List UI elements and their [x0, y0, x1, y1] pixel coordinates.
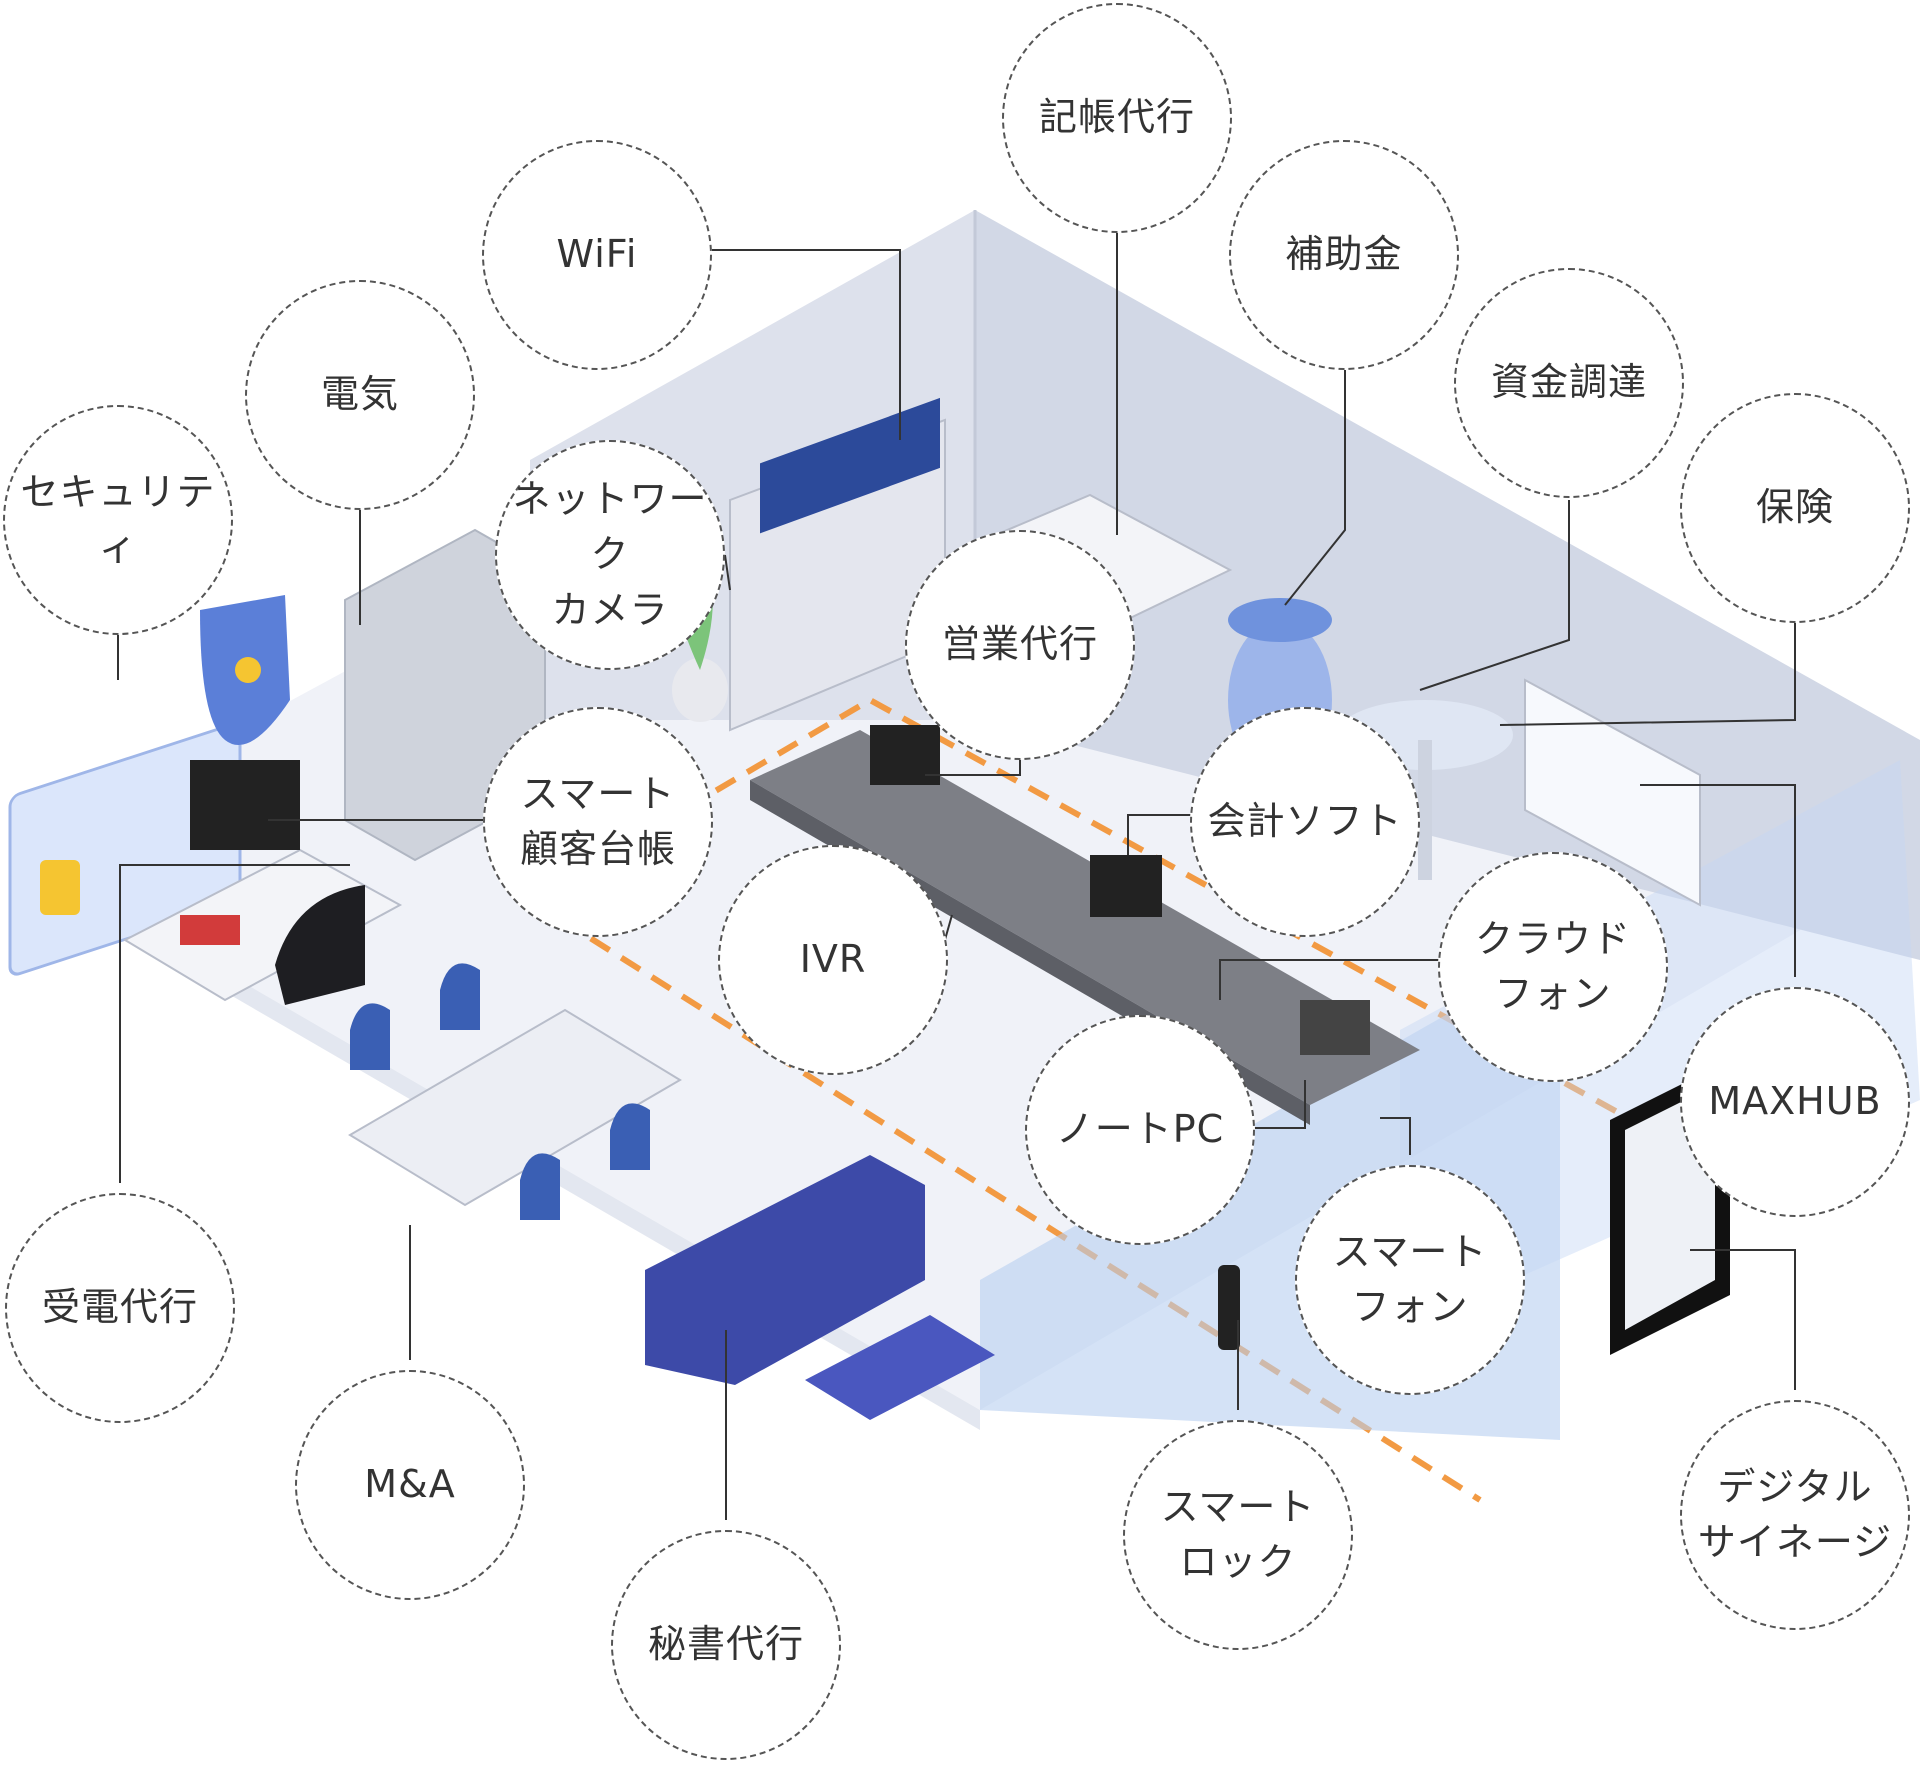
chair-black: [275, 885, 365, 1005]
sofa: [645, 1155, 925, 1385]
label-hisho: 秘書代行: [647, 1622, 804, 1667]
label-note-pc: ノートPC: [1055, 1107, 1225, 1152]
reception-desk: [122, 848, 403, 1002]
label-smart-kokyaku: スマート 顧客台帳: [519, 771, 676, 871]
chart-board: [1524, 678, 1701, 907]
chair-blue-3: [520, 1153, 560, 1220]
bubble-security[interactable]: セキュリティ: [3, 405, 233, 635]
coin-top: [1228, 598, 1332, 642]
label-cloud-phone: クラウド フォン: [1474, 916, 1631, 1016]
label-eigyo: 営業代行: [941, 622, 1098, 667]
label-hoken: 保険: [1755, 485, 1834, 530]
label-ivr: IVR: [799, 937, 867, 982]
keyhole-icon: [235, 657, 261, 683]
round-table-leg: [1418, 740, 1432, 880]
label-shikin: 資金調達: [1490, 360, 1647, 405]
imac: [190, 760, 300, 850]
label-network-camera: ネットワーク カメラ: [512, 477, 708, 632]
laptop: [1300, 1000, 1370, 1055]
chair-blue-2: [440, 963, 480, 1030]
long-desk: [750, 730, 1420, 1105]
bubble-kaikei[interactable]: 会計ソフト: [1190, 707, 1420, 937]
label-maxhub: MAXHUB: [1708, 1079, 1882, 1124]
bubble-ma[interactable]: M&A: [295, 1370, 525, 1600]
bubble-wifi[interactable]: WiFi: [482, 140, 712, 370]
red-binder: [180, 915, 240, 945]
bubble-smartphone[interactable]: スマート フォン: [1295, 1165, 1525, 1395]
monitor-2: [1090, 855, 1162, 917]
label-security: セキュリティ: [20, 469, 216, 569]
label-juden: 受電代行: [41, 1285, 198, 1330]
user-icon: [40, 860, 80, 915]
glass-wall-right: [1400, 760, 1920, 1330]
label-smartphone: スマート フォン: [1332, 1229, 1488, 1329]
label-hojokin: 補助金: [1285, 232, 1403, 277]
bubble-denki[interactable]: 電気: [245, 280, 475, 510]
meeting-table: [348, 1008, 682, 1207]
bubble-note-pc[interactable]: ノートPC: [1025, 1015, 1255, 1245]
bubble-hoken[interactable]: 保険: [1680, 393, 1910, 623]
bubble-smart-kokyaku[interactable]: スマート 顧客台帳: [483, 707, 713, 937]
label-denki: 電気: [320, 372, 399, 417]
coffee-table: [805, 1315, 995, 1420]
bubble-cloud-phone[interactable]: クラウド フォン: [1438, 852, 1668, 1082]
bubble-ivr[interactable]: IVR: [718, 845, 948, 1075]
bubble-shikin[interactable]: 資金調達: [1454, 268, 1684, 498]
bubble-network-camera[interactable]: ネットワーク カメラ: [495, 440, 725, 670]
bubble-smart-lock[interactable]: スマート ロック: [1123, 1420, 1353, 1650]
bubble-hojokin[interactable]: 補助金: [1229, 140, 1459, 370]
chair-blue-4: [610, 1103, 650, 1170]
label-ma: M&A: [364, 1462, 456, 1507]
bubble-maxhub[interactable]: MAXHUB: [1680, 987, 1910, 1217]
binders: [760, 397, 940, 534]
smart-lock: [1218, 1265, 1240, 1350]
label-wifi: WiFi: [556, 232, 638, 277]
label-kicho: 記帳代行: [1038, 95, 1195, 140]
chair-blue-1: [350, 1003, 390, 1070]
bubble-kicho[interactable]: 記帳代行: [1002, 3, 1232, 233]
label-smart-lock: スマート ロック: [1160, 1484, 1316, 1584]
bubble-hisho[interactable]: 秘書代行: [611, 1530, 841, 1760]
bubble-eigyo[interactable]: 営業代行: [905, 530, 1135, 760]
label-kaikei: 会計ソフト: [1207, 799, 1403, 844]
plant-pot: [672, 658, 728, 722]
zone-dash: [528, 696, 1652, 1133]
bubble-juden[interactable]: 受電代行: [5, 1193, 235, 1423]
bubble-digital-signage[interactable]: デジタル サイネージ: [1680, 1400, 1910, 1630]
label-digital-signage: デジタル サイネージ: [1697, 1464, 1893, 1564]
